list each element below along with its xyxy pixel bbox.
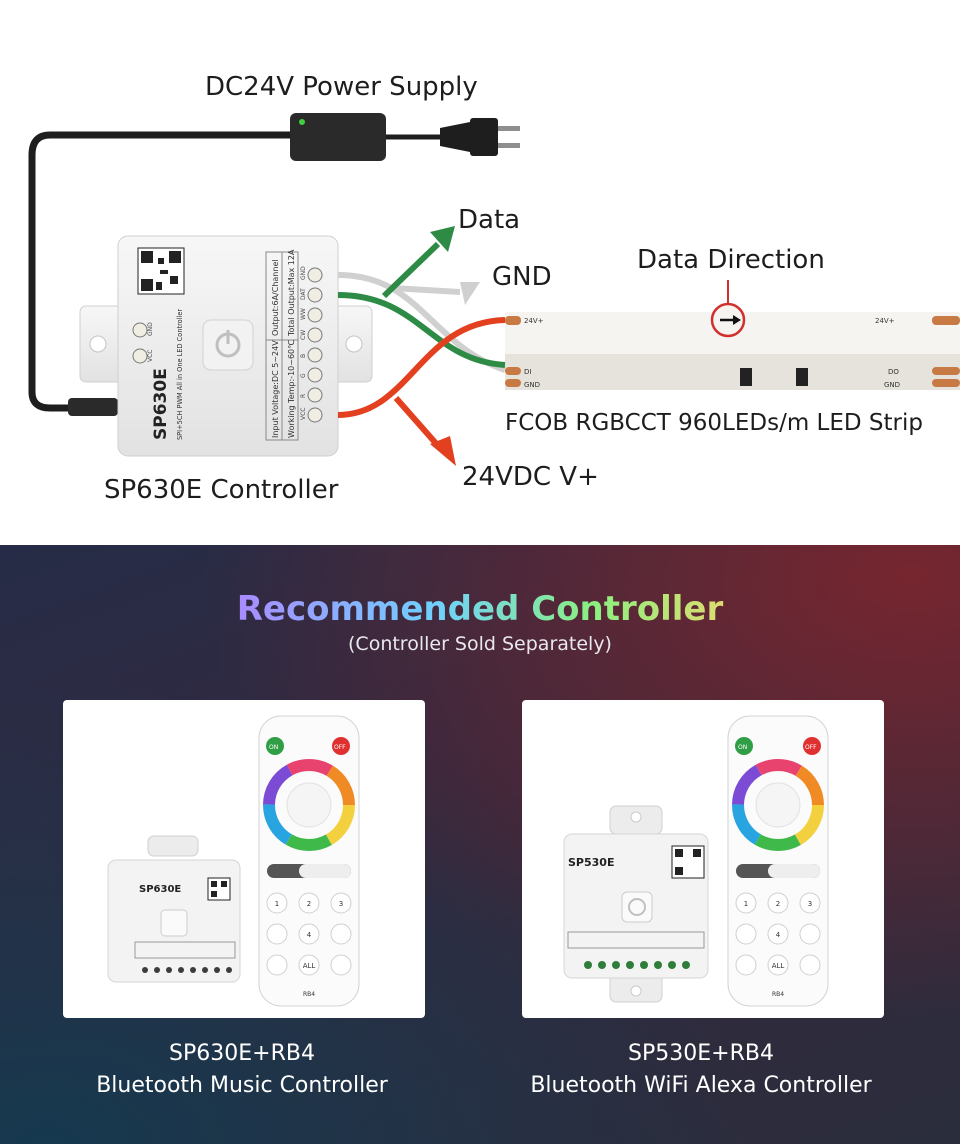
terminal-label: R	[300, 394, 307, 398]
terminal-label: DAT	[300, 288, 307, 300]
remote-key: 1	[275, 900, 279, 908]
controller-power-button	[202, 319, 254, 371]
gnd-label: GND	[492, 262, 552, 292]
power-adapter	[290, 113, 386, 161]
terminal-label: GND	[147, 322, 154, 336]
terminal-label: GND	[300, 266, 307, 280]
product-card-sp630e[interactable]: SP630E ON OFF	[63, 700, 425, 1018]
recommended-title: Recommended Controller	[0, 589, 960, 629]
caption-description: Bluetooth WiFi Alexa Controller	[530, 1073, 872, 1098]
product-image: SP530E ON OFF	[563, 715, 829, 1007]
controller-spec-input: Input Voltage:DC 5~24V	[271, 340, 280, 438]
device-model-text: SP530E	[568, 856, 614, 869]
terminal-label: VCC	[300, 408, 307, 420]
remote-brand-text: RB4	[303, 991, 315, 998]
power-supply-label: DC24V Power Supply	[205, 72, 478, 102]
remote-key: 1	[744, 900, 748, 908]
remote-off-label: OFF	[805, 744, 817, 751]
remote-key: ALL	[772, 962, 785, 970]
remote-key: 2	[307, 900, 311, 908]
remote-brand-text: RB4	[772, 991, 784, 998]
remote-key: 2	[776, 900, 780, 908]
controller-spec-temp: Working Temp:-10~60℃	[287, 340, 296, 438]
caption-description: Bluetooth Music Controller	[96, 1073, 388, 1098]
remote-key: 4	[776, 931, 781, 939]
caption-model: SP630E+RB4	[169, 1041, 315, 1066]
data-label: Data	[458, 205, 521, 235]
terminal-label: CW	[300, 330, 307, 340]
vplus-arrow	[430, 436, 456, 466]
terminal-label: B	[300, 354, 307, 358]
remote-on-label: ON	[738, 744, 747, 751]
controller-model-text: SP630E	[151, 368, 171, 440]
data-direction-label: Data Direction	[637, 245, 825, 275]
recommended-section: Recommended Controller (Controller Sold …	[0, 545, 960, 1144]
controller-spec-output: Output:6A/Channel	[271, 259, 280, 336]
strip-mark-vplus-right: 24V+	[875, 317, 895, 325]
card-caption-sp630e: SP630E+RB4 Bluetooth Music Controller	[2, 1038, 482, 1102]
power-cable	[28, 131, 304, 412]
remote-key: 3	[339, 900, 343, 908]
strip-label: FCOB RGBCCT 960LEDs/m LED Strip	[505, 410, 923, 436]
data-wire	[337, 292, 506, 368]
strip-mark-gnd-right: GND	[884, 381, 900, 389]
strip-mark-do: DO	[888, 368, 899, 376]
wiring-diagram-graphic: SP630E SPI+5CH PWM All in One LED Contro…	[28, 113, 960, 466]
product-image: SP630E ON OFF	[107, 715, 360, 1007]
remote-on-label: ON	[269, 744, 278, 751]
terminal-label: WW	[300, 308, 307, 320]
card-caption-sp530e: SP530E+RB4 Bluetooth WiFi Alexa Controll…	[461, 1038, 941, 1102]
remote-key: 4	[307, 931, 312, 939]
data-arrow	[430, 226, 455, 252]
strip-mark-vplus-left: 24V+	[524, 317, 544, 325]
v-plus-label: 24VDC V+	[462, 462, 599, 492]
terminal-label: G	[300, 373, 307, 378]
remote-off-label: OFF	[334, 744, 346, 751]
remote-key: 3	[808, 900, 812, 908]
strip-mark-gnd-left: GND	[524, 381, 540, 389]
controller-subtitle-text: SPI+5CH PWM All in One LED Controller	[176, 309, 184, 440]
controller-spec-total: Total Output:Max 12A	[287, 249, 296, 337]
controller-terminal-labels: GND DAT WW CW B G R VCC GND VCC	[147, 266, 307, 420]
gnd-arrow	[460, 282, 480, 305]
product-card-sp530e[interactable]: SP530E ON OFF	[522, 700, 884, 1018]
recommended-subtitle: (Controller Sold Separately)	[348, 633, 612, 655]
controller-label: SP630E Controller	[104, 475, 339, 505]
device-model-text: SP630E	[139, 884, 181, 895]
caption-model: SP530E+RB4	[628, 1041, 774, 1066]
terminal-label: VCC	[147, 350, 154, 362]
remote-key: ALL	[303, 962, 316, 970]
strip-mark-di: DI	[524, 368, 531, 376]
vplus-wire	[337, 317, 506, 418]
wiring-diagram: SP630E SPI+5CH PWM All in One LED Contro…	[0, 0, 960, 545]
